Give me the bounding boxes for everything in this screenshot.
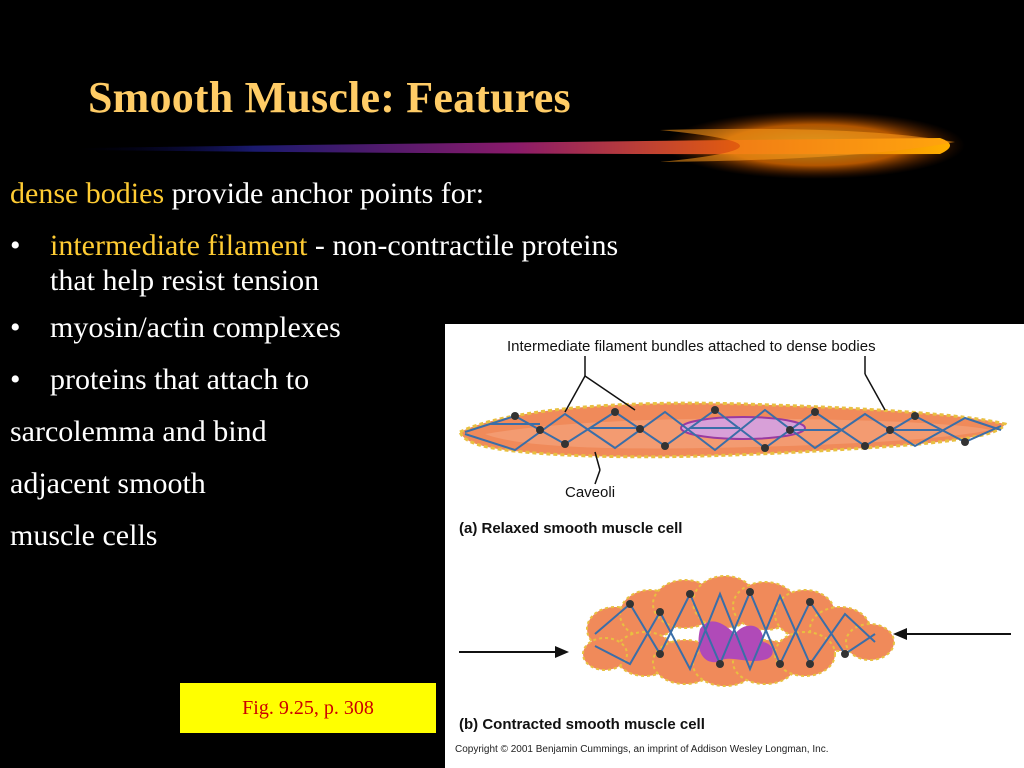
label-caveoli: Caveoli [565,484,616,501]
caption-contracted-cell: (b) Contracted smooth muscle cell [459,716,705,733]
bullet-1-continuation: that help resist tension [50,264,320,297]
contraction-arrows [459,628,1011,658]
intro-rest: provide anchor points for: [164,177,485,210]
bullet-dot: • [10,363,21,396]
figure-reference-text: Fig. 9.25, p. 308 [242,696,374,719]
trailing-line-3: muscle cells [10,519,158,552]
contracted-dense-bodies [626,588,849,668]
figure-reference-box: Fig. 9.25, p. 308 [180,683,436,733]
bullet-1-text: - non-contractile proteins [307,229,619,262]
label-intermediate-filament-bundles: Intermediate filament bundles attached t… [507,338,876,355]
content-text: dense bodies provide anchor points for: … [10,168,830,562]
bullet-proteins-attach: • proteins that attach to [10,354,830,406]
caption-relaxed-cell: (a) Relaxed smooth muscle cell [459,520,683,537]
figure-copyright: Copyright © 2001 Benjamin Cummings, an i… [455,744,829,755]
bullet-myosin-actin: • myosin/actin complexes [10,302,830,354]
relaxed-dense-bodies [511,406,969,452]
bullet-dot: • [10,229,21,262]
label-leader-lines [564,356,886,485]
bullet-3-text: proteins that attach to [50,363,310,396]
term-dense-bodies: dense bodies [10,177,165,210]
arrow-right-icon [555,646,569,658]
smooth-muscle-figure: Intermediate filament bundles attached t… [445,324,1024,768]
bullet-2-text: myosin/actin complexes [50,311,341,344]
bullet-dot: • [10,311,21,344]
relaxed-cell [458,356,1008,485]
trailing-line-1: sarcolemma and bind [10,415,267,448]
intro-line: dense bodies provide anchor points for: [10,168,830,220]
muscle-cell-diagram [458,356,1011,687]
trailing-line-2: adjacent smooth [10,467,206,500]
arrow-left-icon [893,628,907,640]
term-intermediate-filament: intermediate filament [50,229,308,262]
contracted-filament-network [594,589,876,672]
contracted-nucleus [698,621,773,663]
bullet-intermediate-filament: • intermediate filament - non-contractil… [10,220,830,302]
contracted-cell [582,575,895,687]
title-swoosh-decoration [80,111,965,179]
relaxed-filament-network [464,408,1002,452]
slide-title: Smooth Muscle: Features [88,73,571,122]
